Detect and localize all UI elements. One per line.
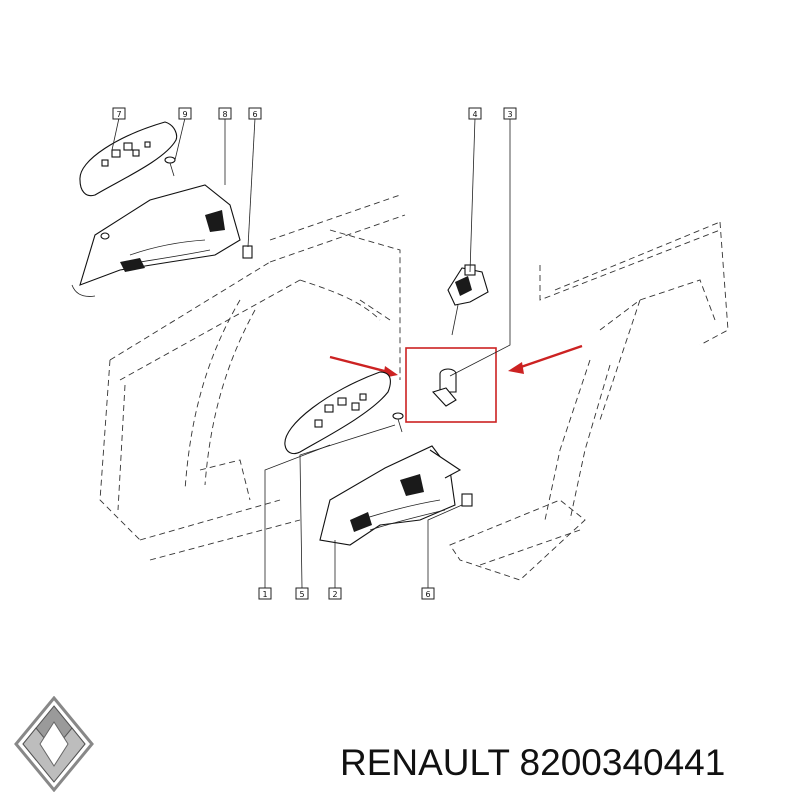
part-6-clip-top [242,245,253,259]
leader-lines [111,117,511,589]
callout-4: 4 [468,107,482,120]
callout-3: 3 [503,107,517,120]
callout-1: 1 [258,587,272,600]
renault-logo-icon [14,696,94,792]
brand-part-number: RENAULT 8200340441 [340,742,726,783]
car-body-left-outline [99,194,406,561]
callout-8: 8 [218,107,232,120]
svg-text:3: 3 [507,110,512,119]
svg-text:2: 2 [332,590,337,599]
part-8-handle-housing [71,184,241,297]
highlighted-part-3-box [405,347,497,423]
part-6-clip-center [461,493,473,507]
svg-text:6: 6 [252,110,257,119]
svg-text:7: 7 [116,110,121,119]
part-7-cover-plate [79,121,178,197]
car-body-right-outline [449,221,729,581]
callout-6-top: 6 [248,107,262,120]
svg-text:6: 6 [425,590,430,599]
svg-text:4: 4 [472,110,477,119]
part-1-cover-plate [284,371,391,455]
svg-text:8: 8 [222,110,227,119]
callout-5: 5 [295,587,309,600]
callout-6-bottom: 6 [421,587,435,600]
callout-2: 2 [328,587,342,600]
part-4-lock-actuator [447,264,489,336]
callout-9: 9 [178,107,192,120]
part-5-screw [392,412,404,433]
part-2-handle-housing [319,445,462,546]
part-9-screw [164,156,176,177]
svg-text:9: 9 [182,110,187,119]
svg-text:1: 1 [262,590,267,599]
callout-7: 7 [112,107,126,120]
svg-text:5: 5 [299,590,304,599]
